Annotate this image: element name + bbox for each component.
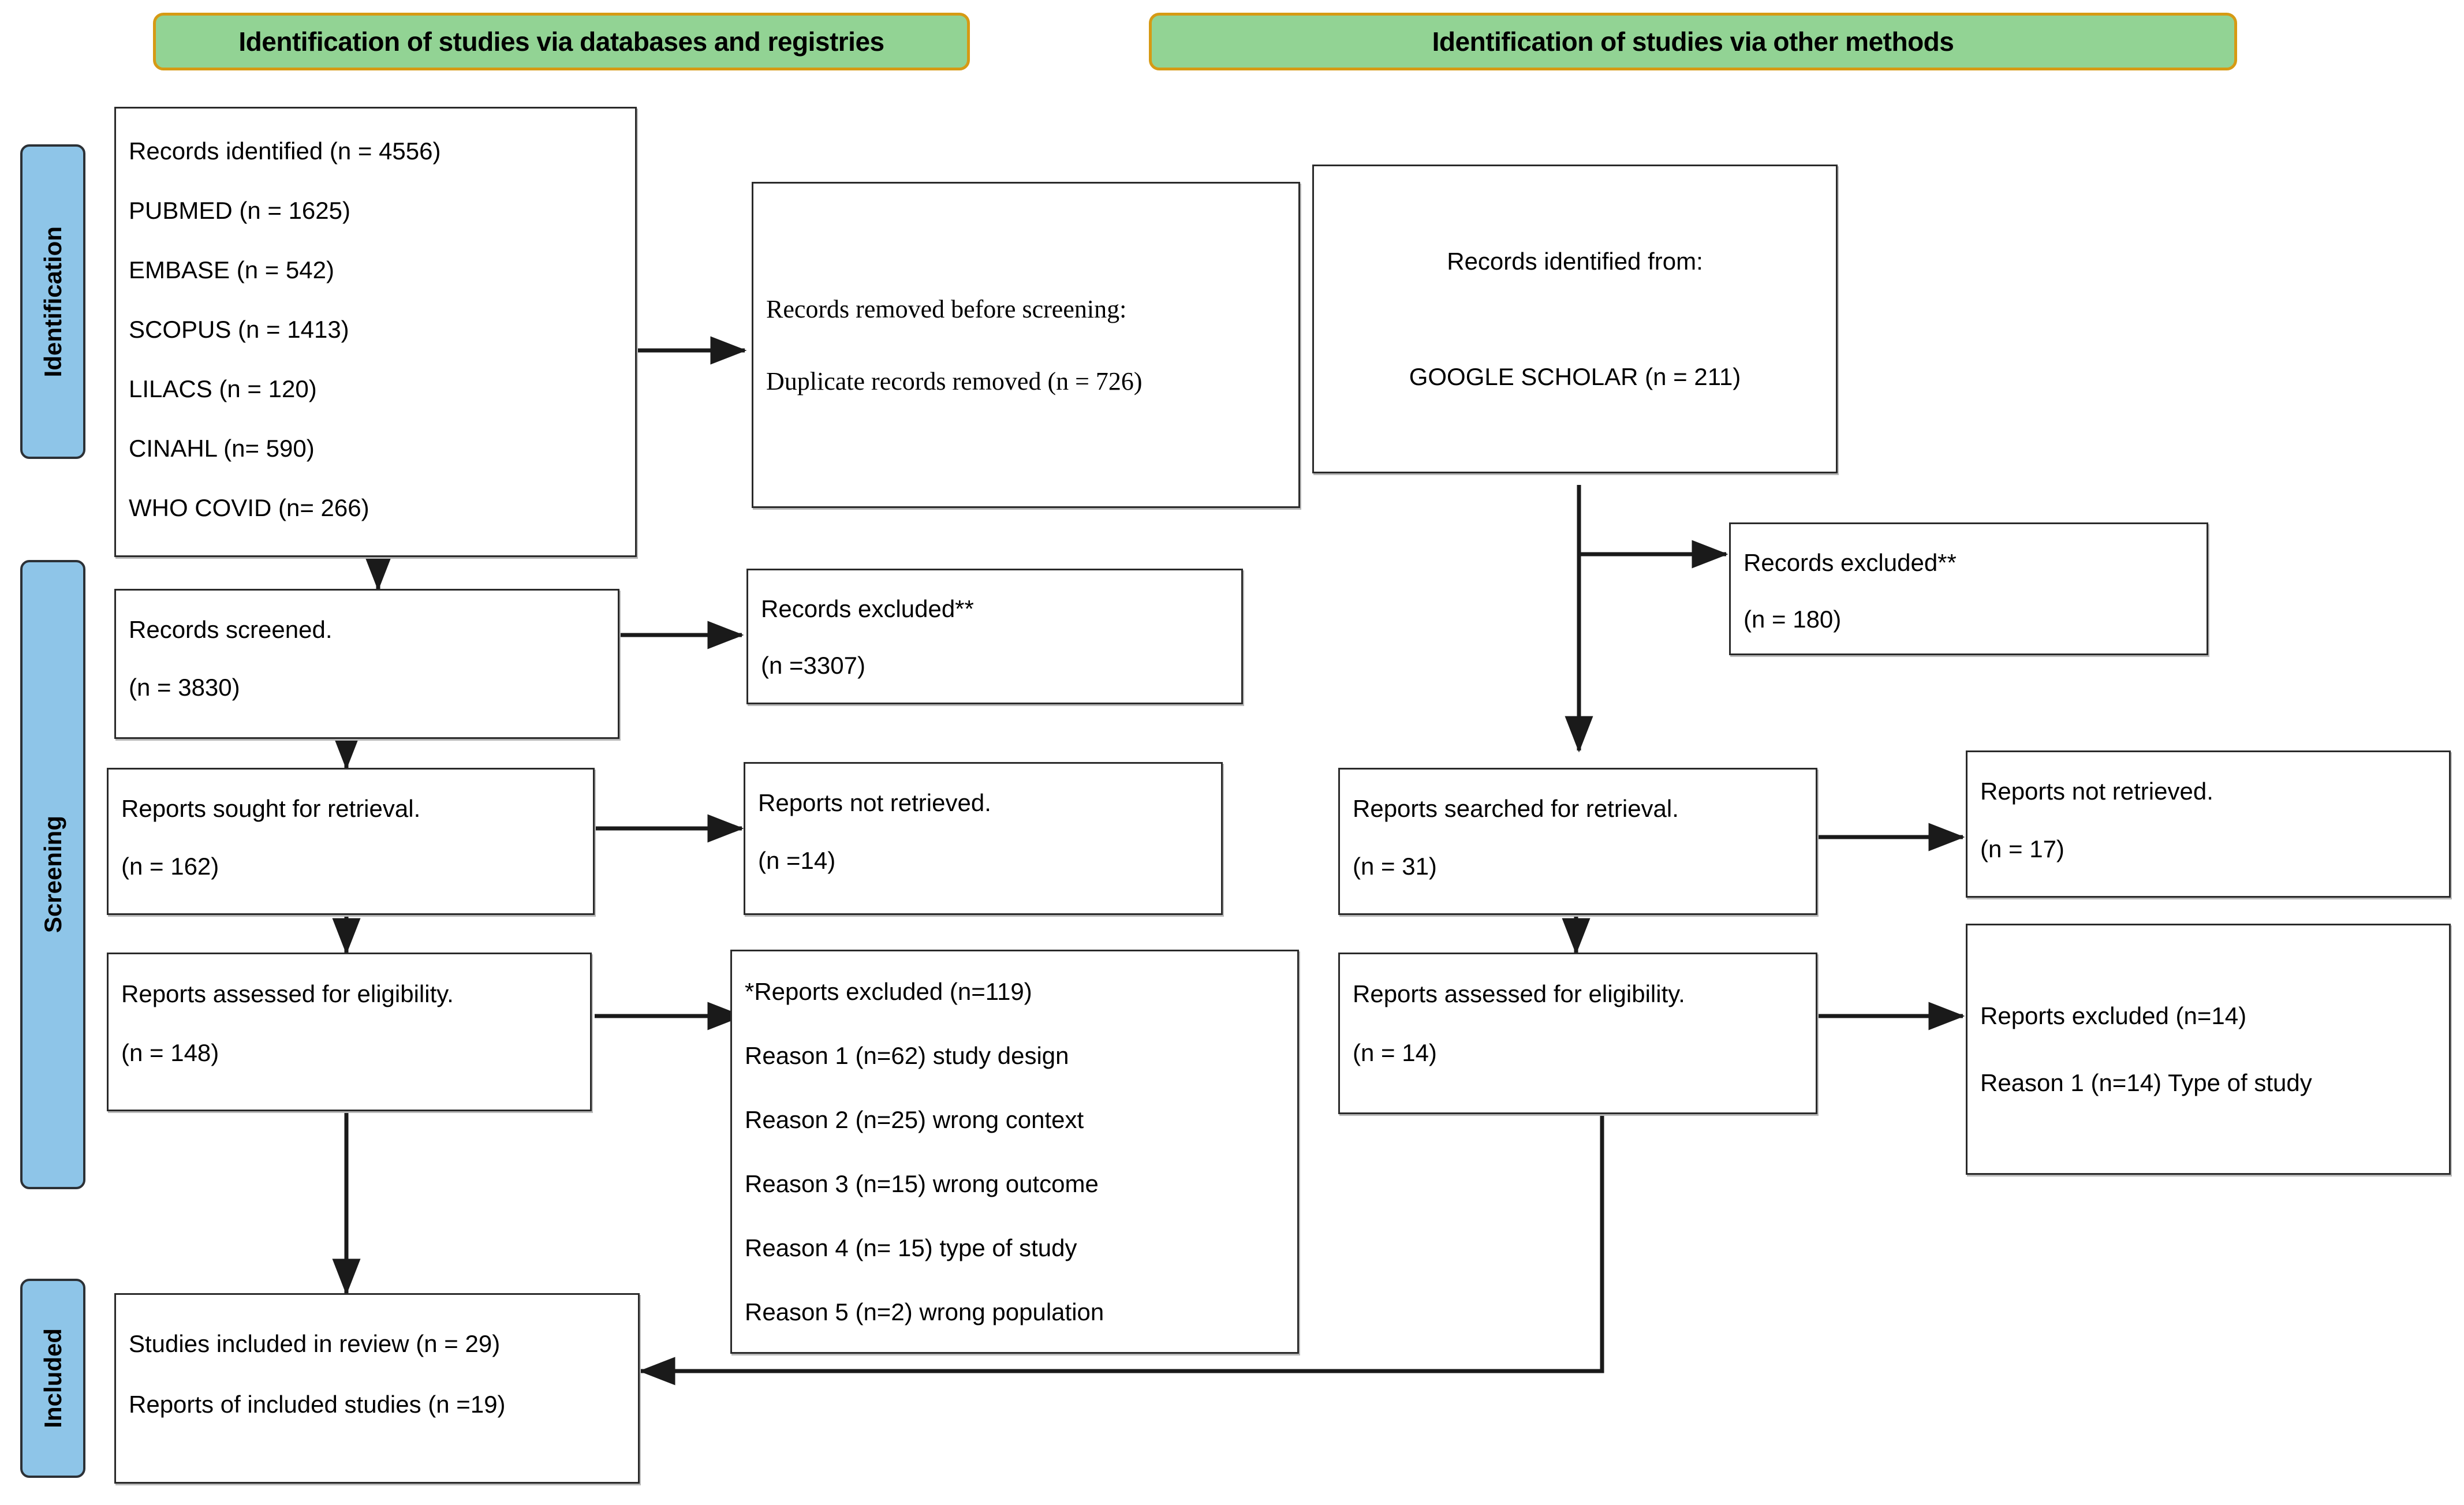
stage-label-included: Included xyxy=(20,1279,85,1478)
records-excluded-db-label: Records excluded** xyxy=(761,595,974,622)
box-reports-excluded-databases: *Reports excluded (n=119) Reason 1 (n=62… xyxy=(730,950,1299,1354)
reports-searched-other-count: (n = 31) xyxy=(1353,853,1437,880)
records-removed-duplicates: Duplicate records removed (n = 726) xyxy=(766,367,1143,395)
reports-of-included-studies-count: Reports of included studies (n =19) xyxy=(129,1391,506,1418)
reports-not-retrieved-other-label: Reports not retrieved. xyxy=(1980,778,2213,805)
reports-excluded-db-reason5: Reason 5 (n=2) wrong population xyxy=(745,1298,1104,1325)
banner-databases-registries: Identification of studies via databases … xyxy=(153,13,970,70)
records-excluded-other-count: (n = 180) xyxy=(1744,606,1842,633)
records-identified-whocovid: WHO COVID (n= 266) xyxy=(129,494,369,521)
reports-excluded-db-reason1: Reason 1 (n=62) study design xyxy=(745,1042,1069,1069)
box-reports-assessed-for-eligibility-databases: Reports assessed for eligibility. (n = 1… xyxy=(107,953,592,1111)
box-studies-included-in-review: Studies included in review (n = 29) Repo… xyxy=(114,1293,640,1484)
banner-databases-label: Identification of studies via databases … xyxy=(238,27,884,57)
reports-sought-label: Reports sought for retrieval. xyxy=(121,795,421,822)
reports-assessed-db-label: Reports assessed for eligibility. xyxy=(121,980,454,1007)
reports-searched-other-label: Reports searched for retrieval. xyxy=(1353,795,1679,822)
reports-assessed-db-count: (n = 148) xyxy=(121,1039,219,1066)
box-records-identified-databases: Records identified (n = 4556) PUBMED (n … xyxy=(114,107,637,557)
banner-other-methods-label: Identification of studies via other meth… xyxy=(1432,27,1954,57)
box-reports-not-retrieved-databases: Reports not retrieved. (n =14) xyxy=(744,762,1223,915)
banner-other-methods: Identification of studies via other meth… xyxy=(1149,13,2237,70)
box-records-screened: Records screened. (n = 3830) xyxy=(114,589,619,739)
records-screened-label: Records screened. xyxy=(129,616,333,643)
box-records-removed-before-screening: Records removed before screening: Duplic… xyxy=(752,182,1300,508)
box-reports-searched-for-retrieval-other: Reports searched for retrieval. (n = 31) xyxy=(1338,768,1817,915)
reports-not-retrieved-db-label: Reports not retrieved. xyxy=(758,789,991,816)
box-records-identified-other-methods: Records identified from: GOOGLE SCHOLAR … xyxy=(1312,165,1838,473)
reports-excluded-other-total: Reports excluded (n=14) xyxy=(1980,1002,2247,1029)
box-reports-assessed-for-eligibility-other: Reports assessed for eligibility. (n = 1… xyxy=(1338,953,1817,1114)
stage-label-identification: Identification xyxy=(20,144,85,459)
reports-excluded-db-reason4: Reason 4 (n= 15) type of study xyxy=(745,1234,1077,1261)
reports-excluded-db-reason3: Reason 3 (n=15) wrong outcome xyxy=(745,1170,1099,1197)
records-removed-title: Records removed before screening: xyxy=(766,294,1127,323)
reports-not-retrieved-other-count: (n = 17) xyxy=(1980,835,2064,862)
records-identified-lilacs: LILACS (n = 120) xyxy=(129,375,317,402)
reports-not-retrieved-db-count: (n =14) xyxy=(758,847,836,874)
records-identified-pubmed: PUBMED (n = 1625) xyxy=(129,197,350,224)
records-identified-google-scholar: GOOGLE SCHOLAR (n = 211) xyxy=(1409,363,1741,390)
records-identified-from-label: Records identified from: xyxy=(1447,247,1703,275)
box-records-excluded-databases: Records excluded** (n =3307) xyxy=(746,569,1243,704)
records-excluded-db-count: (n =3307) xyxy=(761,652,865,679)
reports-excluded-other-reason1: Reason 1 (n=14) Type of study xyxy=(1980,1069,2312,1096)
studies-included-count: Studies included in review (n = 29) xyxy=(129,1330,501,1357)
box-reports-sought-for-retrieval: Reports sought for retrieval. (n = 162) xyxy=(107,768,595,915)
records-excluded-other-label: Records excluded** xyxy=(1744,549,1957,576)
box-reports-excluded-other: Reports excluded (n=14) Reason 1 (n=14) … xyxy=(1966,924,2451,1175)
stage-label-screening: Screening xyxy=(20,560,85,1189)
records-identified-scopus: SCOPUS (n = 1413) xyxy=(129,316,349,343)
box-records-excluded-other: Records excluded** (n = 180) xyxy=(1729,522,2208,655)
box-reports-not-retrieved-other: Reports not retrieved. (n = 17) xyxy=(1966,750,2451,898)
arrow-other-to-excluded xyxy=(1577,485,1728,569)
records-screened-count: (n = 3830) xyxy=(129,674,240,701)
records-identified-cinahl: CINAHL (n= 590) xyxy=(129,435,315,462)
reports-assessed-other-count: (n = 14) xyxy=(1353,1039,1437,1066)
reports-sought-count: (n = 162) xyxy=(121,853,219,880)
records-identified-total: Records identified (n = 4556) xyxy=(129,137,441,165)
reports-excluded-db-total: *Reports excluded (n=119) xyxy=(745,978,1032,1005)
records-identified-embase: EMBASE (n = 542) xyxy=(129,256,334,283)
reports-excluded-db-reason2: Reason 2 (n=25) wrong context xyxy=(745,1106,1084,1133)
reports-assessed-other-label: Reports assessed for eligibility. xyxy=(1353,980,1685,1007)
